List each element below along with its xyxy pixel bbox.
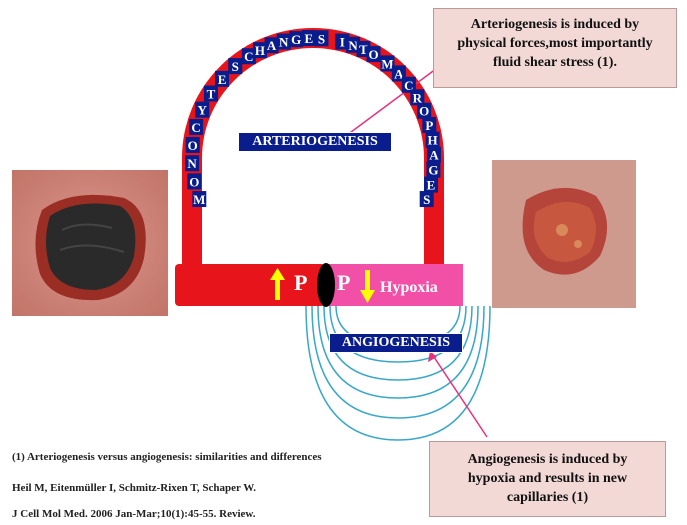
- arc-letter: S: [232, 59, 239, 74]
- arc-letter: S: [423, 192, 430, 207]
- reference-journal: J Cell Mol Med. 2006 Jan-Mar;10(1):45-55…: [12, 508, 255, 520]
- arc-letter: M: [381, 56, 393, 71]
- reference-title: (1) Arteriogenesis versus angiogenesis: …: [12, 451, 322, 463]
- arc-letter: E: [218, 72, 227, 87]
- pressure-label-left: P: [294, 270, 307, 296]
- arc-letter: C: [191, 120, 200, 135]
- callout-line: Angiogenesis is induced by: [430, 450, 665, 469]
- arc-letter: I: [340, 35, 345, 50]
- callout-line: capillaries (1): [430, 488, 665, 507]
- arc-letter: A: [429, 148, 439, 163]
- arc-letter: C: [244, 49, 253, 64]
- connector-bottom: [430, 351, 487, 437]
- arc-letter: N: [279, 35, 289, 50]
- callout-line: physical forces,most importantly: [434, 34, 676, 53]
- capillary-loops: [306, 306, 490, 440]
- callout-line: hypoxia and results in new: [430, 469, 665, 488]
- arteriogenesis-label: ARTERIOGENESIS: [238, 132, 392, 152]
- arc-letter: A: [267, 38, 277, 53]
- arc-letter: O: [419, 104, 429, 119]
- arc-letter: O: [189, 174, 199, 189]
- arc-letter: H: [255, 43, 265, 58]
- angiogenesis-callout: Angiogenesis is induced by hypoxia and r…: [429, 441, 666, 517]
- angiogenesis-label: ANGIOGENESIS: [329, 333, 463, 353]
- arc-letter: H: [428, 133, 438, 148]
- callout-line: Arteriogenesis is induced by: [434, 15, 676, 34]
- arc-letter: N: [187, 156, 197, 171]
- hypoxia-label: Hypoxia: [380, 279, 438, 297]
- arc-letter: Y: [198, 103, 208, 118]
- arc-letter: O: [188, 138, 198, 153]
- arc-letter: G: [428, 163, 438, 178]
- arc-letter: E: [427, 178, 436, 193]
- arc-letter: T: [207, 87, 216, 102]
- pressure-label-right: P: [337, 270, 350, 296]
- arc-letter: S: [318, 31, 325, 46]
- arc-letter: M: [193, 192, 205, 207]
- vessel-occlusion: [317, 263, 335, 307]
- arc-letter: G: [291, 32, 301, 47]
- arc-letter: E: [304, 31, 313, 46]
- arc-letter: P: [425, 118, 433, 133]
- reference-authors: Heil M, Eitenmüller I, Schmitz-Rixen T, …: [12, 482, 256, 494]
- arc-letter: O: [368, 47, 378, 62]
- callout-line: fluid shear stress (1).: [434, 53, 676, 72]
- arteriogenesis-callout: Arteriogenesis is induced by physical fo…: [433, 8, 677, 88]
